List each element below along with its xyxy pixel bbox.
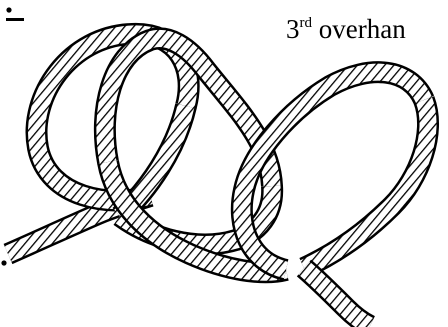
overhand-caption: 3rd overhan (286, 16, 406, 43)
rope-running-end (304, 268, 370, 326)
rope-running-end-strands (304, 268, 370, 326)
caption-text: overhan (319, 14, 406, 44)
caption-number: 3 (286, 14, 300, 44)
bullet-dot-icon (0, 255, 10, 267)
rope-loop-3-arc (304, 100, 428, 268)
rope (8, 34, 428, 326)
corner-marker-icon (0, 0, 24, 24)
caption-ordinal-suffix: rd (300, 15, 313, 31)
